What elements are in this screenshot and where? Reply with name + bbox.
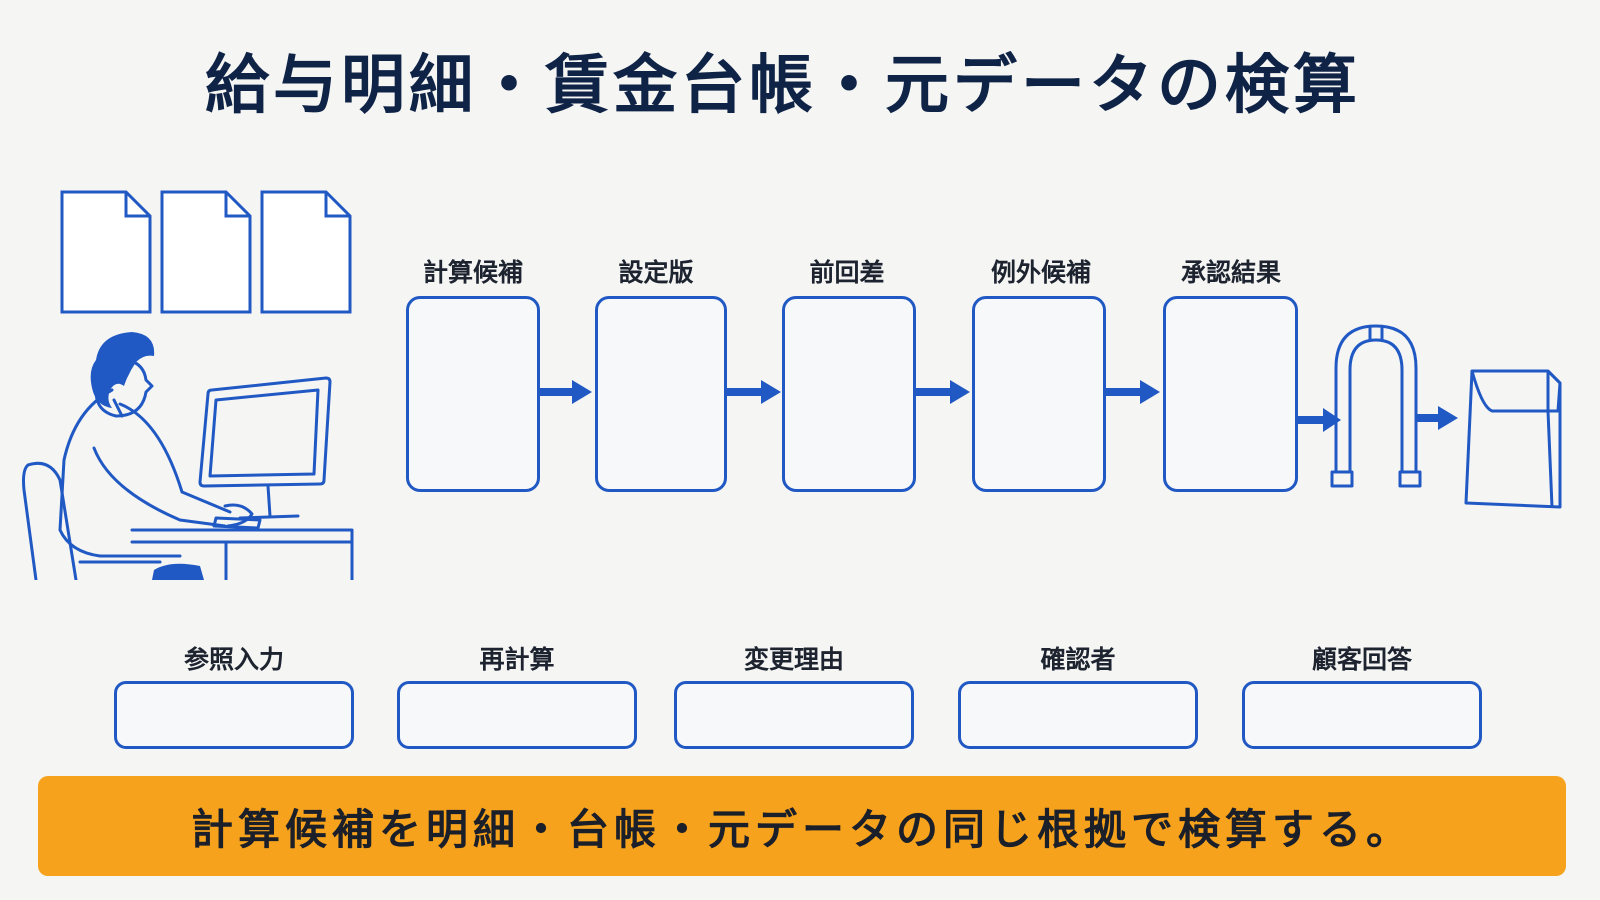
step-box-approval-result <box>1163 296 1298 492</box>
arrow-right-icon <box>1416 406 1458 430</box>
step-label-setting-version: 設定版 <box>618 258 694 287</box>
step-label-calc-candidate: 計算候補 <box>422 258 523 287</box>
document-icon <box>60 190 152 314</box>
field-label-recalculation: 再計算 <box>479 645 555 674</box>
arrow-right-icon <box>538 380 592 404</box>
arrow-right-icon <box>1106 380 1160 404</box>
field-label-reviewer: 確認者 <box>1040 645 1116 674</box>
field-box-reference-input <box>114 681 354 749</box>
step-label-approval-result: 承認結果 <box>1180 258 1281 287</box>
field-box-reviewer <box>958 681 1198 749</box>
step-label-previous-diff: 前回差 <box>809 258 885 287</box>
field-box-change-reason <box>674 681 914 749</box>
summary-banner-text: 計算候補を明細・台帳・元データの同じ根拠で検算する。 <box>190 804 1413 854</box>
page-title: 給与明細・賃金台帳・元データの検算 <box>205 49 1361 123</box>
field-box-customer-response <box>1242 681 1482 749</box>
field-label-change-reason: 変更理由 <box>743 645 844 674</box>
arrow-right-icon <box>916 380 970 404</box>
paper-bag-icon <box>1464 369 1562 509</box>
field-box-recalculation <box>397 681 637 749</box>
summary-banner: 計算候補を明細・台帳・元データの同じ根拠で検算する。 <box>38 776 1566 876</box>
step-box-exception-candidate <box>972 296 1106 492</box>
field-label-reference-input: 参照入力 <box>183 645 284 674</box>
step-box-previous-diff <box>782 296 916 492</box>
step-label-exception-candidate: 例外候補 <box>990 258 1091 287</box>
gate-arch-icon <box>1330 324 1422 488</box>
arrow-right-icon <box>727 380 781 404</box>
document-icon <box>260 190 352 314</box>
document-icon <box>160 190 252 314</box>
step-box-setting-version <box>595 296 727 492</box>
person-at-computer-illustration <box>22 332 354 580</box>
arrow-right-icon <box>1297 408 1341 432</box>
field-label-customer-response: 顧客回答 <box>1311 645 1412 674</box>
step-box-calc-candidate <box>406 296 540 492</box>
